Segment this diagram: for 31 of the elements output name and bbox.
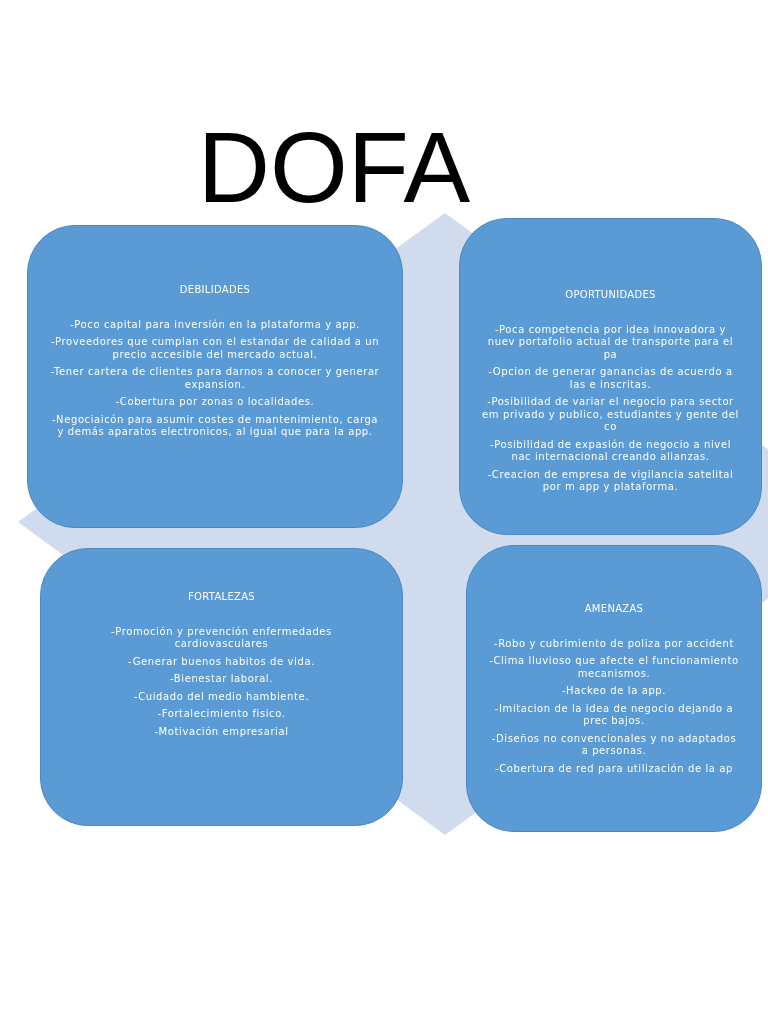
bullet-text: -Posibilidad de expasión de negocio a nivel nac internacional creando alianzas. <box>489 438 732 464</box>
bullet-text: -Poco capital para inversión en la plataforma y app. <box>70 318 360 331</box>
bullet-text: -Cuidado del medio hambiente. <box>133 690 310 703</box>
quadrant-box <box>466 545 762 832</box>
bullet-text: -Opcion de generar ganancias de acuerdo a las e inscritas. <box>487 366 734 391</box>
bullet-text: -Bienestar laboral. <box>169 673 274 686</box>
bullet-text: -Proveedores que cumplan con el estandar de calidad a un precio accesible del mercado actual. <box>50 336 380 361</box>
bullet-text: -Fortalecimiento fisico. <box>157 708 286 721</box>
bullet-text: -Diseños no convencionales y no adaptados a personas. <box>490 732 738 758</box>
bullet-text: -Cobertura de red para utilización de la ap <box>494 762 734 775</box>
title: DOFA <box>196 112 472 222</box>
bullet-text: -Promoción y prevención enfermedades cardiovasculares <box>110 625 333 651</box>
section-heading: DEBILIDADES <box>179 284 251 297</box>
bullet-text: -Generar buenos habitos de vida. <box>128 655 315 668</box>
bullet-text: -Motivación empresarial <box>154 725 289 738</box>
quadrant-box <box>40 548 403 826</box>
bullet-text: -Poca competencia por idea innovadora y nuev portafolio actual de transporte para el pa <box>486 323 735 361</box>
quadrant-box <box>27 225 403 528</box>
bullet-text: -Clima lluvioso que afecte el funcionamiento mecanismos. <box>489 655 739 680</box>
bullet-text: -Tener cartera de clientes para darnos a conocer y generar expansion. <box>50 366 380 391</box>
section-heading: AMENAZAS <box>584 603 644 616</box>
quadrant-box <box>459 218 762 535</box>
section-heading: FORTALEZAS <box>188 591 255 604</box>
bullet-text: -Robo y cubrimiento de poliza por accident <box>493 637 735 650</box>
bullet-text: -Imitacion de la idea de negocio dejando a prec bajos. <box>493 702 735 728</box>
bullet-text: -Cobertura por zonas o localidades. <box>115 396 315 409</box>
bullet-text: -Creacion de empresa de vigilancia satelital por m app y plataforma. <box>486 468 735 494</box>
section-heading: OPORTUNIDADES <box>565 289 656 302</box>
bullet-text: -Negociaicón para asumir costes de mantenimiento, carga y demás aparatos electronicos, al igual que para la app. <box>50 413 380 439</box>
bullet-text: -Hackeo de la app. <box>561 685 667 698</box>
bullet-text: -Posibilidad de variar el negocio para sector em privado y publico, estudiantes y gente del co <box>482 396 739 434</box>
